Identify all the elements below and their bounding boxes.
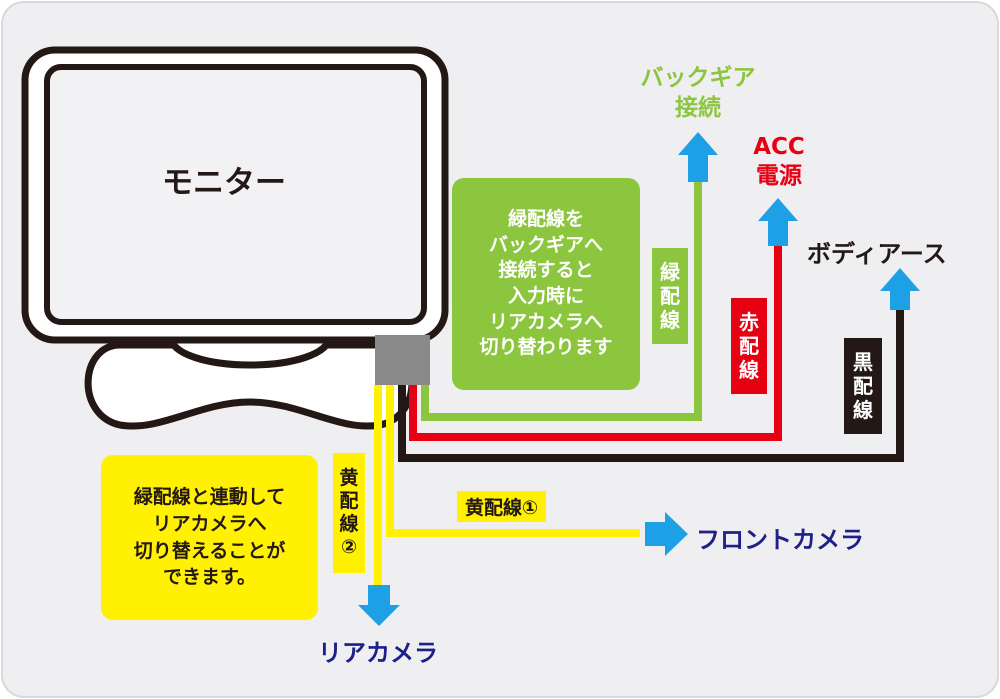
red-wire-label: 赤 配 線 (731, 298, 767, 394)
label-char: 黄 (339, 467, 359, 490)
back-gear-line2: 接続 (675, 94, 721, 121)
label-char: 線 (660, 308, 680, 332)
label-char: 配 (853, 374, 873, 398)
label-char: ② (340, 535, 358, 558)
label-char: 線 (739, 358, 759, 382)
acc-power-label: ACC 電源 (734, 133, 824, 191)
label-char: 配 (339, 490, 359, 513)
body-earth-label: ボディアース (807, 240, 947, 268)
yellow-note-text: 緑配線と連動して リアカメラへ 切り替えることが できます。 (133, 486, 286, 589)
green-note-text: 緑配線を バックギアへ 接続すると 入力時に リアカメラへ 切り替わります (479, 208, 613, 359)
label-char: 配 (739, 334, 759, 358)
yellow-wire1-label: 黄配線① (457, 491, 547, 522)
front-camera-label: フロントカメラ (696, 526, 864, 554)
label-char: 赤 (739, 310, 759, 334)
acc-line1: ACC (753, 134, 805, 160)
yellow-note: 緑配線と連動して リアカメラへ 切り替えることが できます。 (101, 455, 318, 620)
acc-line2: 電源 (756, 162, 802, 189)
back-gear-label: バックギア 接続 (618, 64, 778, 124)
black-wire-label: 黒 配 線 (844, 338, 882, 434)
rear-camera-label: リアカメラ (318, 639, 438, 667)
black-wire (398, 310, 904, 462)
label-char: 配 (660, 284, 680, 308)
arrow-up-icon (758, 198, 798, 246)
label-char: 線 (853, 398, 873, 422)
arrow-down-icon (358, 585, 400, 626)
arrow-up-icon (678, 132, 718, 182)
arrow-up-icon (880, 268, 920, 310)
connector-block (375, 335, 430, 385)
monitor-title: モニター (162, 165, 286, 201)
back-gear-line1: バックギア (640, 65, 756, 91)
green-wire (421, 182, 702, 421)
label-char: 緑 (660, 260, 680, 284)
yellow-wire-front (386, 385, 640, 537)
monitor-screen (44, 64, 427, 325)
green-note: 緑配線を バックギアへ 接続すると 入力時に リアカメラへ 切り替わります (452, 178, 640, 390)
label-char: 黒 (853, 350, 873, 374)
green-wire-label: 緑 配 線 (652, 248, 688, 344)
label-char: 線 (339, 513, 359, 535)
arrow-right-icon (645, 512, 688, 556)
red-wire (409, 246, 782, 441)
yellow-wire2-label: 黄 配 線 ② (333, 453, 365, 573)
